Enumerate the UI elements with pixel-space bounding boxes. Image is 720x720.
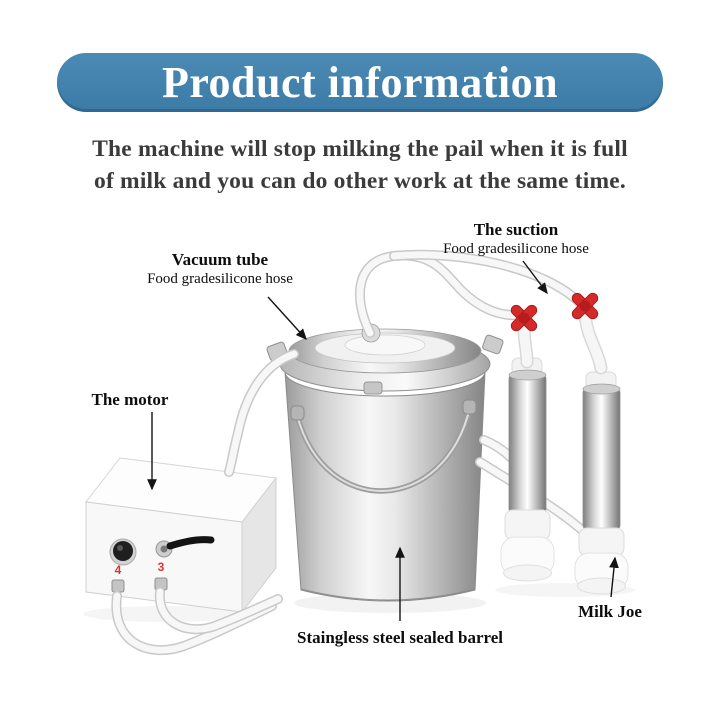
barrel-title: Staingless steel sealed barrel: [296, 628, 504, 647]
barrel-handle: [290, 399, 477, 494]
callout-suction: The suction Food gradesilicone hose: [443, 219, 589, 259]
description-line-1: The machine will stop milking the pail w…: [92, 136, 628, 162]
description: The machine will stop milking the pail w…: [0, 133, 720, 197]
milk-joe-title: Milk Joe: [578, 602, 642, 621]
hose-motor-bottom-2: [154, 587, 283, 635]
callout-motor: The motor: [92, 389, 169, 410]
motor-title: The motor: [91, 390, 169, 409]
hose-lid-loop-to-left-valve: [354, 250, 522, 338]
callout-barrel: Staingless steel sealed barrel: [297, 627, 503, 648]
callout-arrows: [147, 260, 619, 621]
description-line-2: of milk and you can do other work at the…: [94, 168, 626, 194]
vacuum-tube-subtitle: Food gradesilicone hose: [147, 271, 293, 287]
milk-tube-right: [574, 371, 629, 595]
milk-tube-left: [500, 357, 555, 582]
suction-arrow: [522, 260, 548, 295]
port-number-left: 4: [115, 563, 122, 577]
valve-left: [510, 304, 538, 332]
lid-clamp-right: [482, 334, 504, 355]
motor-box: 4 3: [85, 457, 277, 614]
banner: Product information: [57, 53, 663, 112]
suction-title: The suction: [473, 220, 559, 239]
vacuum-tube-title: Vacuum tube: [171, 250, 269, 269]
hose-motor-bottom-1: [111, 591, 277, 655]
hose-motor-to-lid: [224, 349, 299, 477]
hose-port-left: [111, 579, 125, 593]
lid-clamp-front: [363, 381, 383, 395]
valve-elbows: [517, 309, 608, 375]
hose-loop-to-right-valve: [389, 249, 587, 310]
banner-title: Product information: [161, 58, 559, 107]
callout-milk-joe: Milk Joe: [578, 601, 642, 622]
control-knob: [113, 541, 133, 561]
milk-joe-arrow: [609, 556, 619, 598]
callout-vacuum-tube: Vacuum tube Food gradesilicone hose: [147, 249, 293, 289]
power-lever: [166, 536, 215, 550]
vacuum-tube-arrow: [267, 296, 307, 341]
suction-subtitle: Food gradesilicone hose: [443, 241, 589, 257]
barrel: [266, 323, 504, 602]
port-number-right: 3: [158, 560, 165, 574]
valve-right: [571, 292, 599, 320]
